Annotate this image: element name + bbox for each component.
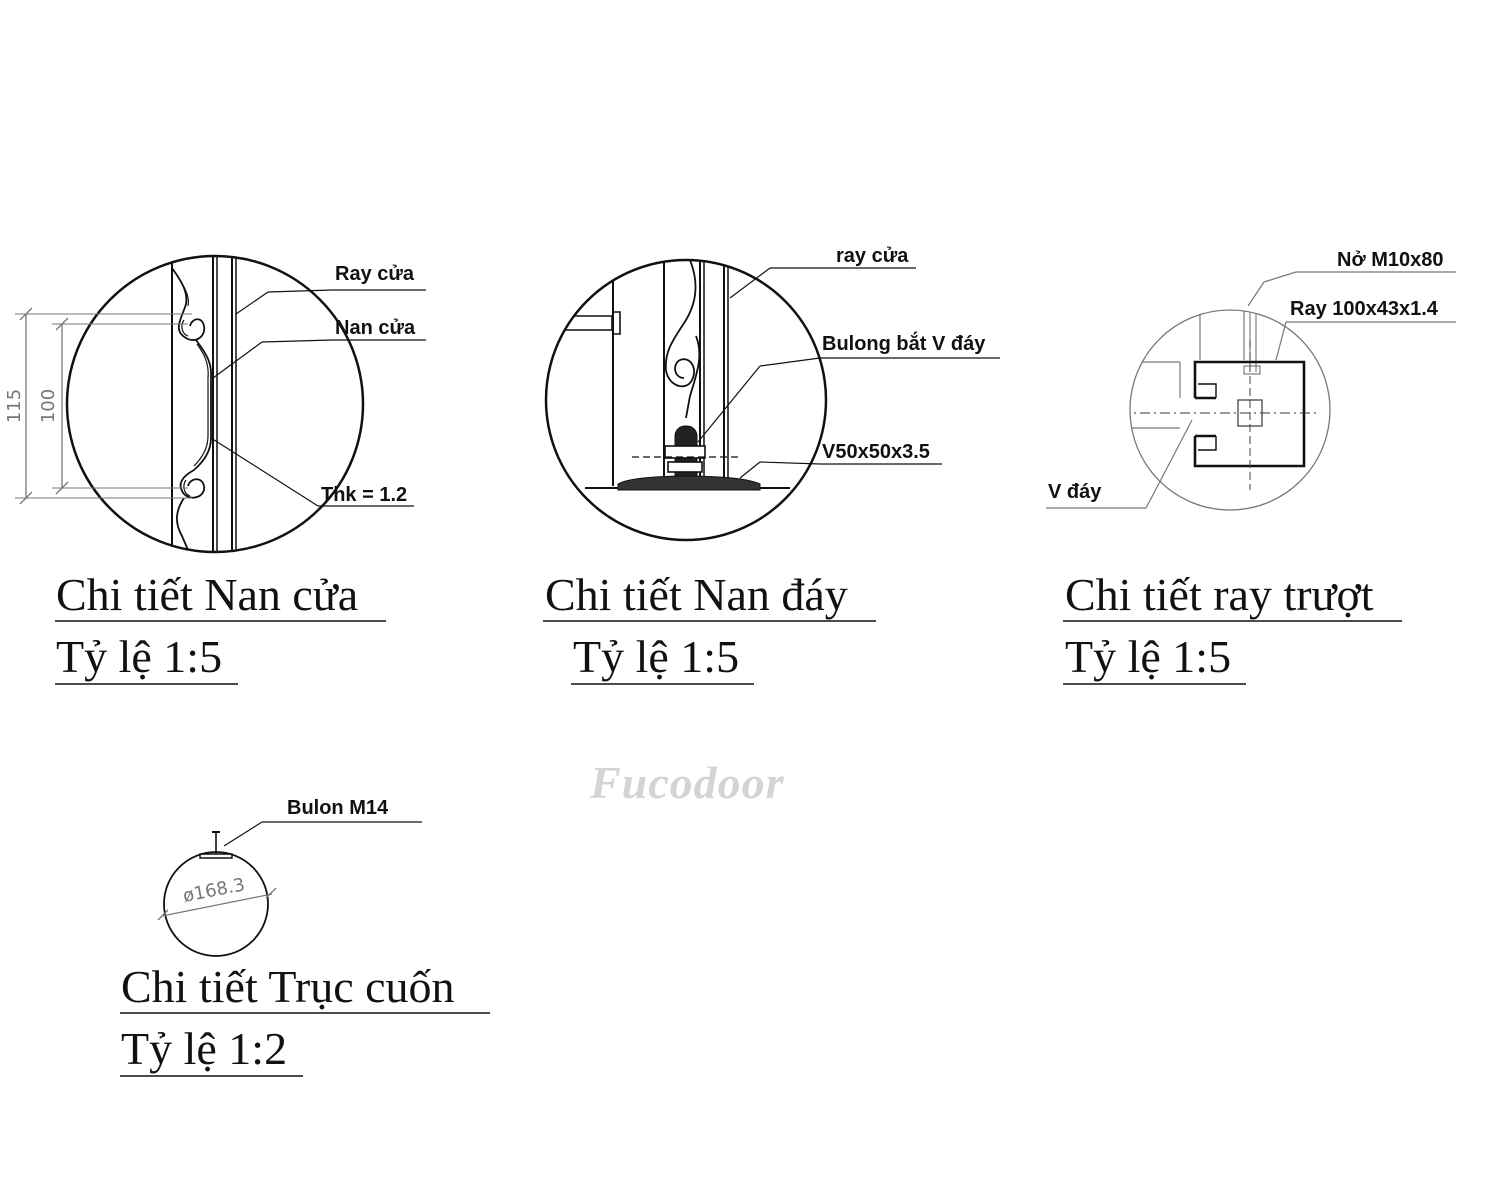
nan-cua-drawing — [65, 254, 365, 554]
watermark: Fucodoor — [589, 757, 785, 808]
callout-ray-100: Ray 100x43x1.4 — [1290, 298, 1439, 320]
truc-cuon-leaders — [223, 821, 422, 847]
detail-scale: Tỷ lệ 1:5 — [1065, 631, 1231, 682]
callout-v50: V50x50x3.5 — [822, 441, 930, 463]
nan-cua-leaders — [210, 289, 426, 507]
callout-v-day: V đáy — [1048, 481, 1102, 503]
detail-scale: Tỷ lệ 1:5 — [573, 631, 739, 682]
nan-day-leaders — [697, 267, 1000, 479]
detail-scale: Tỷ lệ 1:5 — [56, 631, 222, 682]
callout-ray-cua: Ray cửa — [335, 263, 415, 285]
callout-no-m10: Nở M10x80 — [1337, 249, 1444, 271]
callout-bulon-m14: Bulon M14 — [287, 797, 389, 819]
detail-nan-day: ray cửa Bulong bắt V đáy V50x50x3.5 Chi … — [543, 245, 1000, 685]
detail-title: Chi tiết Trục cuốn — [121, 961, 455, 1012]
nan-day-drawing — [544, 258, 828, 542]
detail-title: Chi tiết Nan cửa — [56, 569, 358, 620]
callout-bulong: Bulong bắt V đáy — [822, 331, 986, 355]
detail-scale: Tỷ lệ 1:2 — [121, 1023, 287, 1074]
detail-nan-cua: 115 100 Ray cửa Nan cửa Thk = 1.2 Chi ti… — [4, 254, 426, 685]
detail-title: Chi tiết ray trượt — [1065, 569, 1374, 620]
truc-cuon-drawing: ø168.3 — [157, 831, 277, 957]
nan-cua-dimensions: 115 100 — [4, 307, 192, 505]
detail-title: Chi tiết Nan đáy — [545, 569, 848, 620]
detail-ray-truot: Nở M10x80 Ray 100x43x1.4 V đáy Chi tiết … — [1046, 249, 1456, 685]
callout-thickness: Thk = 1.2 — [321, 484, 407, 506]
callout-nan-cua: Nan cửa — [335, 317, 416, 339]
dim-100: 100 — [38, 389, 59, 423]
ray-truot-drawing — [1129, 309, 1331, 511]
dim-diameter: ø168.3 — [181, 874, 246, 907]
ray-truot-leaders — [1046, 271, 1456, 509]
callout-ray-cua: ray cửa — [836, 245, 909, 267]
dim-115: 115 — [4, 389, 25, 423]
detail-truc-cuon: ø168.3 Bulon M14 Chi tiết Trục cuốn Tỷ l… — [120, 797, 490, 1077]
